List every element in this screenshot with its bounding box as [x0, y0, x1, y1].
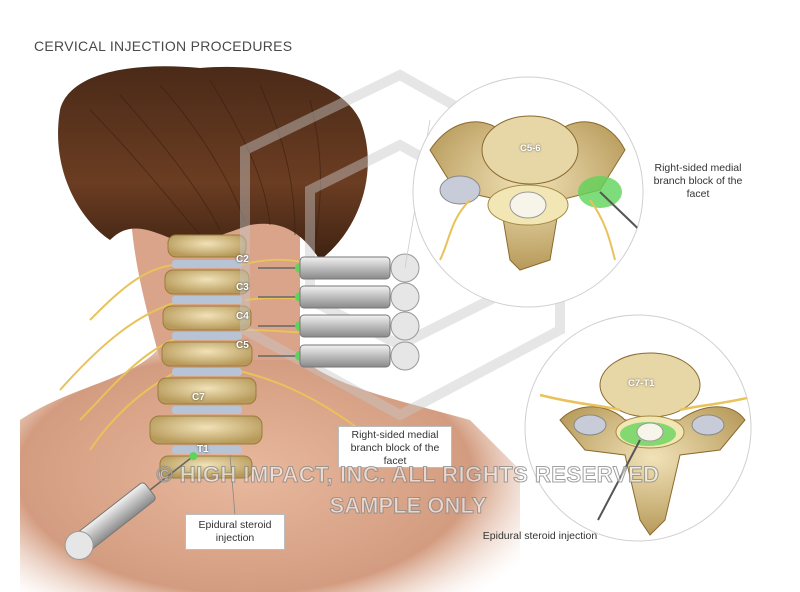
- watermark-copyright: © HIGH IMPACT, INC. ALL RIGHTS RESERVED: [156, 462, 660, 488]
- vertebra-label-c3: C3: [236, 282, 249, 293]
- shoulders: [20, 330, 520, 592]
- cervical-spine: [149, 234, 263, 479]
- syringe: [258, 311, 420, 341]
- callout-medial-branch: Right-sided medial branch block of the f…: [338, 426, 452, 468]
- vertebra-label-t1: T1: [197, 444, 209, 455]
- epidural-syringe: [64, 452, 198, 560]
- vertebra-label-c7: C7: [192, 392, 205, 403]
- level-label-c5-6: C5-6: [520, 143, 541, 154]
- vertebra-label-c4: C4: [236, 311, 249, 322]
- syringe: [258, 341, 420, 371]
- connector-line: [229, 454, 236, 516]
- vertebra-label-c2: C2: [236, 254, 249, 265]
- syringe: [258, 282, 420, 312]
- vertebra-label-c5: C5: [236, 340, 249, 351]
- medial-branch-syringes: [258, 253, 420, 371]
- level-label-c7-t1: C7-T1: [628, 378, 655, 389]
- watermark-sample: SAMPLE ONLY: [329, 493, 487, 519]
- vertebra-c7-t1-cross-section: [539, 352, 751, 536]
- syringe: [258, 253, 420, 283]
- page-title: CERVICAL INJECTION PROCEDURES: [34, 38, 293, 54]
- caption-medial-branch-detail: Right-sided medial branch block of the f…: [653, 162, 743, 200]
- hair: [58, 66, 368, 260]
- caption-epidural-detail: Epidural steroid injection: [482, 530, 598, 542]
- callout-epidural: Epidural steroid injection: [185, 514, 285, 550]
